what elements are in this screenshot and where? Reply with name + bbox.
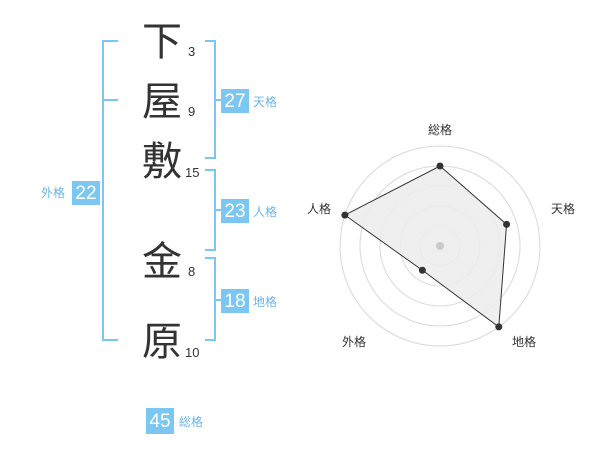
stroke-count-1: 3: [188, 44, 196, 59]
kanji-2: 屋: [142, 79, 182, 125]
radar-point-2: [495, 323, 503, 331]
radar-point-4: [341, 211, 349, 219]
kanji-1: 下: [142, 19, 182, 65]
radar-ring: [339, 145, 541, 347]
chikaku-badge: 18: [221, 289, 249, 313]
radar-area: [343, 165, 508, 328]
stroke-count-3: 15: [185, 165, 200, 180]
tenkaku-badge: 27: [221, 89, 249, 113]
kanji-3: 敷: [142, 139, 182, 185]
radar-point-3: [418, 266, 426, 274]
gaikaku-bracket: [102, 40, 118, 341]
jinkaku-badge: 23: [221, 199, 249, 223]
jinkaku-label: 人格: [253, 205, 278, 219]
radar-axis-label-soukaku: 総格: [428, 122, 452, 137]
radar-point-0: [436, 162, 444, 170]
radar-axis-label-chikaku: 地格: [512, 334, 536, 349]
radar-axis-label-tenkaku: 天格: [551, 201, 575, 216]
kanji-5: 原: [142, 319, 182, 365]
stroke-count-2: 9: [188, 104, 196, 119]
stroke-count-4: 8: [188, 264, 196, 279]
radar-axis-label-jinkaku: 人格: [307, 201, 331, 216]
stroke-count-5: 10: [185, 345, 200, 360]
kanji-4: 金: [142, 239, 182, 285]
chikaku-label: 地格: [253, 295, 278, 309]
radar-center-dot: [436, 242, 444, 250]
soukaku-label: 総格: [179, 415, 204, 429]
radar-axis-label-gaikaku: 外格: [342, 334, 366, 349]
gaikaku-badge: 22: [72, 181, 100, 205]
tenkaku-label: 天格: [253, 95, 278, 109]
gaikaku-label: 外格: [41, 186, 66, 200]
radar-point-1: [503, 220, 511, 228]
soukaku-badge: 45: [146, 408, 174, 434]
